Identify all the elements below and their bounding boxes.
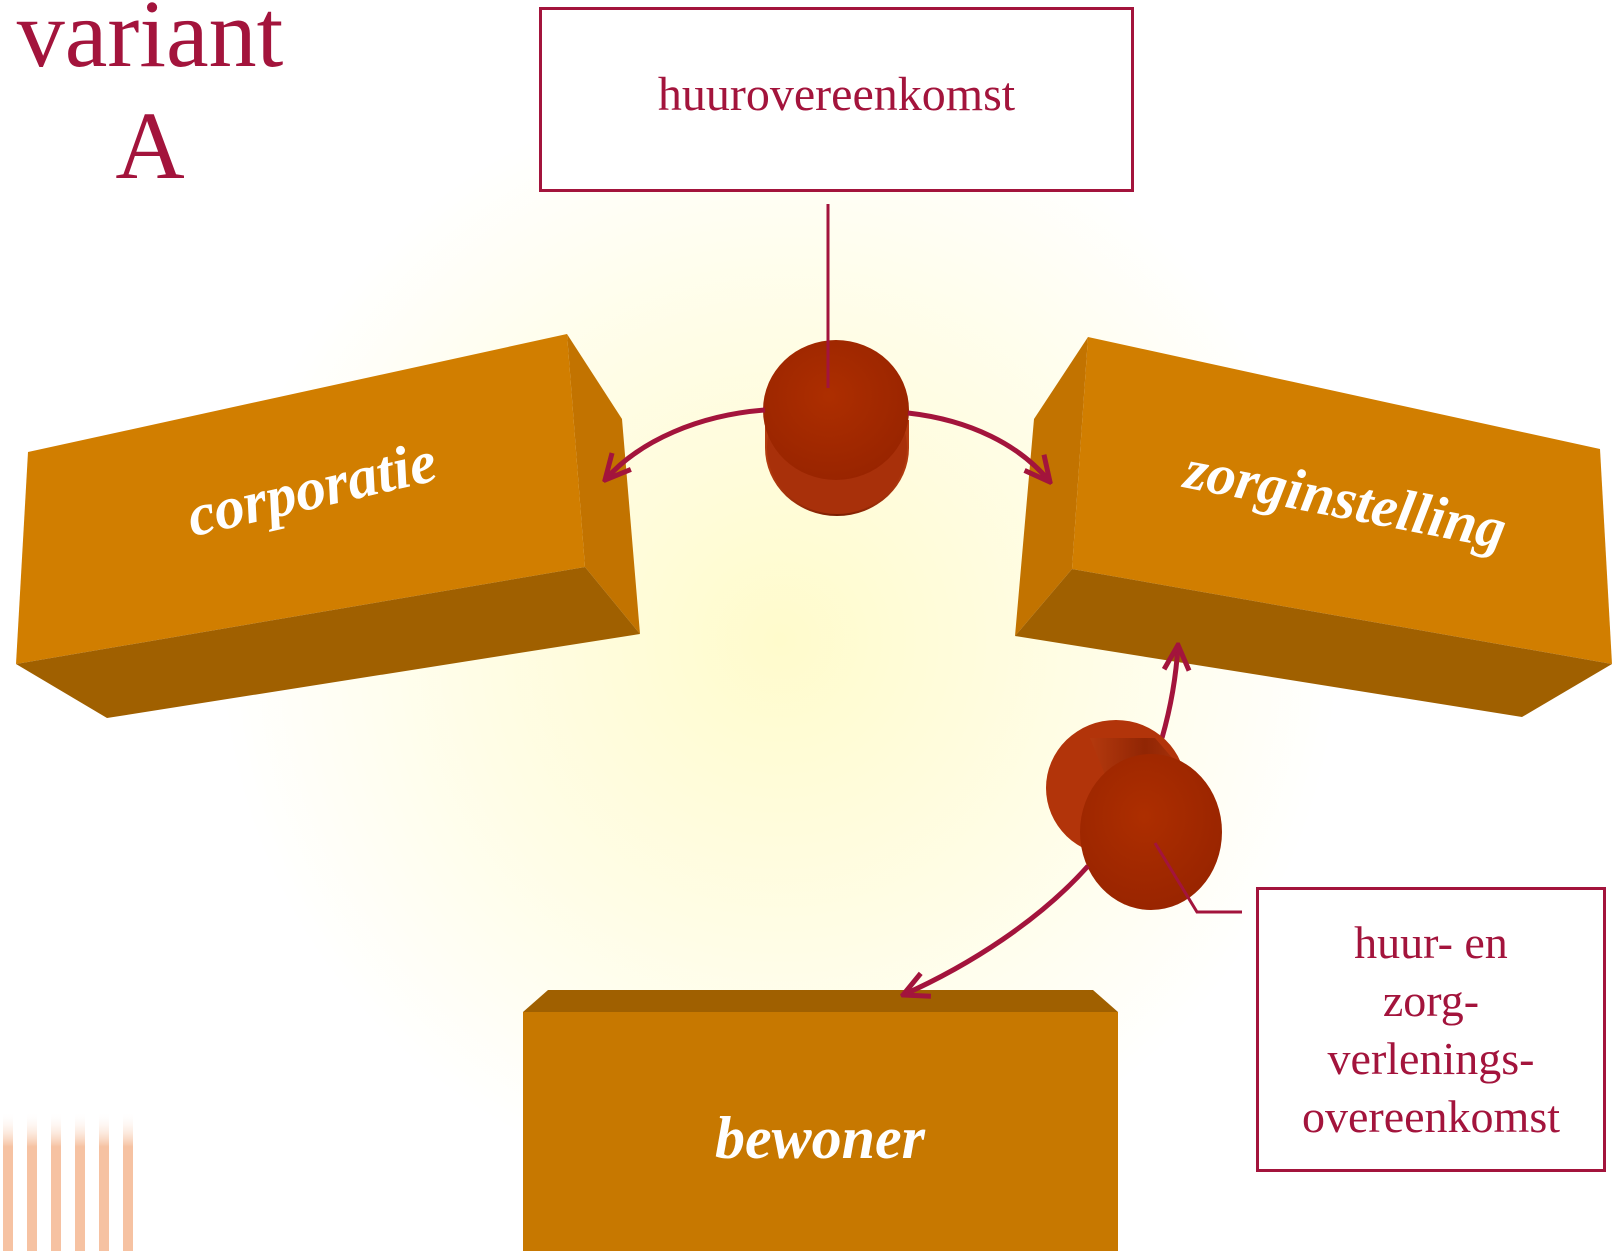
overeenkomst-line: zorg-	[1382, 974, 1480, 1026]
arrow-to-zorginstelling-bottom	[1159, 645, 1178, 739]
bewoner-block: bewoner	[523, 990, 1118, 1251]
top-disc	[763, 340, 909, 516]
right-disc	[1046, 720, 1222, 910]
decorative-stripes	[3, 1112, 133, 1251]
zorg-overeenkomst-box: huur- en zorg- verlenings- overeenkomst	[1256, 887, 1606, 1172]
huurovereenkomst-box: huurovereenkomst	[539, 7, 1134, 192]
huurovereenkomst-label: huurovereenkomst	[657, 68, 1016, 121]
overeenkomst-line: overeenkomst	[1301, 1090, 1561, 1142]
zorginstelling-block: zorginstelling	[1015, 337, 1612, 717]
page-title-variant: A	[115, 92, 185, 199]
overeenkomst-line: huur- en	[1354, 916, 1508, 968]
right-connector-line	[1153, 842, 1242, 914]
corporatie-block: corporatie	[16, 334, 640, 718]
arrow-to-bewoner	[903, 864, 1090, 995]
page-title: variant	[16, 0, 284, 87]
arrow-to-corporatie	[605, 407, 766, 480]
bewoner-label: bewoner	[715, 1105, 926, 1171]
arrow-to-zorginstelling	[907, 410, 1050, 482]
overeenkomst-line: verlenings-	[1327, 1032, 1535, 1084]
